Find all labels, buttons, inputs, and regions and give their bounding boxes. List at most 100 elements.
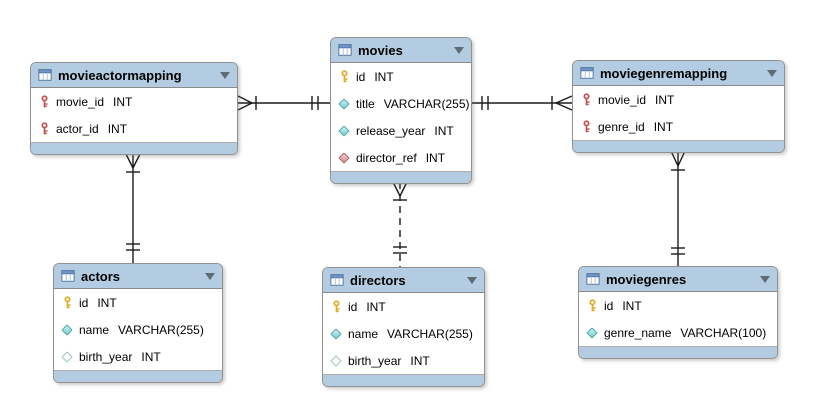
hollow-diamond-icon (329, 354, 343, 367)
table-columns: movie_id INT genre_id INT (573, 86, 784, 140)
table-columns: id INT genre_name VARCHAR(100) (579, 292, 777, 346)
collapse-triangle-icon[interactable] (760, 275, 770, 283)
column-row[interactable]: id INT (54, 289, 222, 316)
relationship-moviegenremapping-moviegenres[interactable] (670, 150, 686, 266)
column-name: director_ref (356, 150, 417, 165)
column-row[interactable]: movie_id INT (573, 86, 784, 113)
relationship-moviegenremapping-movies[interactable] (472, 95, 573, 111)
table-grid-icon (338, 43, 352, 57)
table-footer (323, 374, 484, 386)
yellow-key-icon (585, 299, 599, 312)
column-type: INT (107, 121, 128, 136)
column-name: birth_year (79, 349, 133, 364)
column-name: genre_name (604, 325, 672, 340)
collapse-triangle-icon[interactable] (205, 272, 215, 280)
red-key-icon (579, 93, 593, 106)
column-name: birth_year (348, 353, 402, 368)
column-name: release_year (356, 123, 426, 138)
column-row[interactable]: release_year INT (331, 117, 471, 144)
column-name: id (79, 295, 89, 310)
table-footer (54, 370, 222, 382)
column-type: INT (434, 123, 454, 138)
column-type: VARCHAR(255) (118, 322, 204, 337)
red-key-icon (37, 122, 51, 135)
table-header[interactable]: movieactormapping (31, 63, 237, 88)
cyan-diamond-icon (585, 326, 599, 339)
column-type: INT (425, 150, 446, 165)
table-grid-icon (38, 68, 52, 82)
column-name: name (79, 322, 110, 337)
table-moviegenremapping[interactable]: moviegenremapping movie_id INT genre_id … (572, 60, 785, 153)
table-actors[interactable]: actors id INT name VARCHAR(255) birth_ye… (53, 263, 223, 383)
column-type: INT (653, 119, 674, 134)
column-row[interactable]: id INT (331, 63, 471, 90)
table-header[interactable]: moviegenremapping (573, 61, 784, 86)
column-name: movie_id (598, 92, 647, 107)
column-row[interactable]: name VARCHAR(255) (54, 316, 222, 343)
yellow-key-icon (329, 300, 343, 313)
red-key-icon (37, 95, 51, 108)
table-movieactormapping[interactable]: movieactormapping movie_id INT actor_id … (30, 62, 238, 155)
column-name: id (604, 298, 614, 313)
table-grid-icon (580, 66, 594, 80)
column-type: INT (374, 69, 394, 84)
column-name: genre_id (598, 119, 645, 134)
collapse-triangle-icon[interactable] (467, 276, 477, 284)
column-type: INT (97, 295, 117, 310)
column-row[interactable]: birth_year INT (323, 347, 484, 374)
column-name: id (348, 299, 358, 314)
table-directors[interactable]: directors id INT name VARCHAR(255) birth… (322, 267, 485, 387)
table-header[interactable]: moviegenres (579, 267, 777, 292)
cyan-diamond-icon (329, 327, 343, 340)
table-grid-icon (330, 273, 344, 287)
column-row[interactable]: genre_name VARCHAR(100) (579, 319, 777, 346)
yellow-key-icon (337, 70, 351, 83)
table-footer (331, 171, 471, 183)
column-type: INT (622, 298, 642, 313)
column-name: title (356, 96, 375, 111)
column-name: actor_id (56, 121, 99, 136)
column-row[interactable]: movie_id INT (31, 88, 237, 115)
column-row[interactable]: title VARCHAR(255) (331, 90, 471, 117)
table-grid-icon (61, 269, 75, 283)
column-row[interactable]: id INT (579, 292, 777, 319)
table-footer (579, 346, 777, 358)
table-movies[interactable]: movies id INT title VARCHAR(255) release… (330, 37, 472, 184)
column-row[interactable]: genre_id INT (573, 113, 784, 140)
column-type: VARCHAR(255) (383, 96, 470, 111)
table-header[interactable]: actors (54, 264, 222, 289)
table-moviegenres[interactable]: moviegenres id INT genre_name VARCHAR(10… (578, 266, 778, 359)
column-row[interactable]: director_ref INT (331, 144, 471, 171)
column-type: INT (141, 349, 161, 364)
collapse-triangle-icon[interactable] (767, 69, 777, 77)
relationship-movieactormapping-movies[interactable] (237, 95, 330, 111)
table-columns: id INT name VARCHAR(255) birth_year INT (323, 293, 484, 374)
column-type: VARCHAR(100) (680, 325, 767, 340)
table-title: movieactormapping (58, 67, 182, 83)
cyan-diamond-icon (60, 323, 74, 336)
column-type: VARCHAR(255) (387, 326, 473, 341)
table-header[interactable]: directors (323, 268, 484, 293)
table-title: moviegenres (606, 271, 687, 287)
column-row[interactable]: id INT (323, 293, 484, 320)
table-grid-icon (586, 272, 600, 286)
table-title: movies (358, 42, 403, 58)
red-key-icon (579, 120, 593, 133)
collapse-triangle-icon[interactable] (454, 46, 464, 54)
collapse-triangle-icon[interactable] (220, 71, 230, 79)
cyan-diamond-icon (337, 124, 351, 137)
table-columns: id INT title VARCHAR(255) release_year I… (331, 63, 471, 171)
table-title: actors (81, 268, 121, 284)
table-title: moviegenremapping (600, 65, 728, 81)
yellow-key-icon (60, 296, 74, 309)
column-row[interactable]: actor_id INT (31, 115, 237, 142)
column-row[interactable]: name VARCHAR(255) (323, 320, 484, 347)
table-title: directors (350, 272, 406, 288)
red-diamond-icon (337, 151, 351, 164)
column-row[interactable]: birth_year INT (54, 343, 222, 370)
column-type: INT (655, 92, 675, 107)
cyan-diamond-icon (337, 97, 351, 110)
relationship-movies-directors[interactable] (392, 181, 408, 267)
table-header[interactable]: movies (331, 38, 471, 63)
relationship-movieactormapping-actors[interactable] (125, 153, 141, 263)
